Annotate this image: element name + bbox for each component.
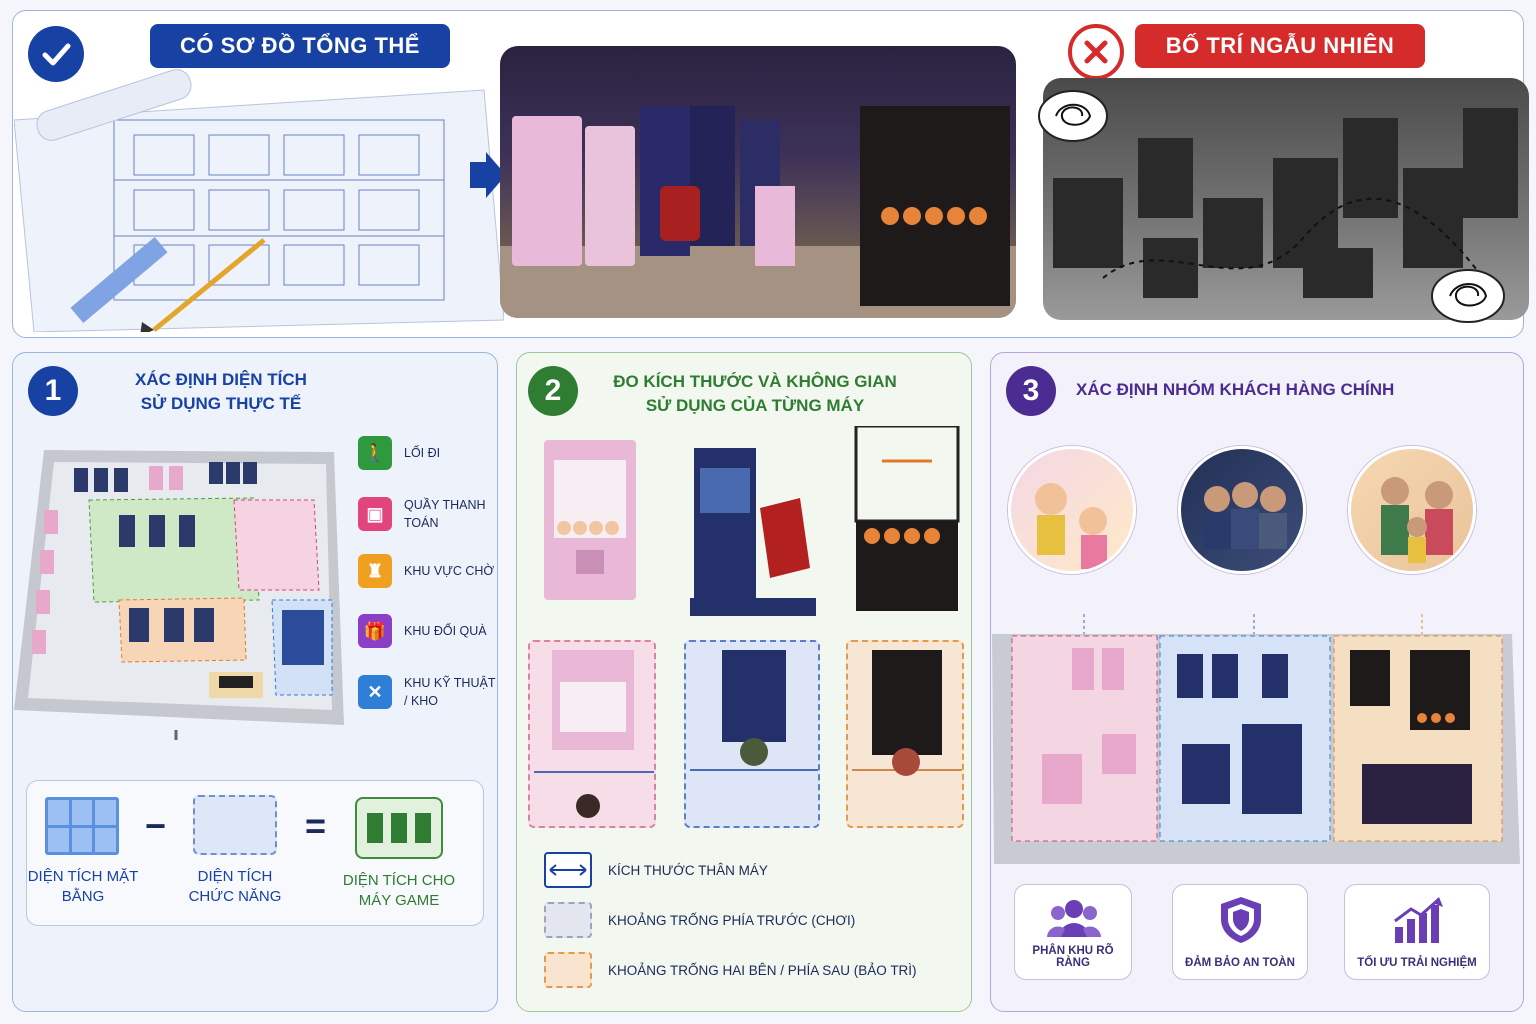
- claw-clearance-diagram: [528, 640, 656, 828]
- kids-group-photo: [1008, 446, 1136, 574]
- step-number-3: 3: [1006, 366, 1056, 416]
- section1-title-line2: SỬ DỤNG THỰC TẾ: [140, 394, 302, 413]
- confusion-cloud-icon: [1036, 88, 1110, 151]
- waiting-chair-icon: ♜: [358, 554, 392, 588]
- legend-cashier-label: QUẦY THANH TOÁN: [404, 498, 486, 530]
- arrow-right-icon: [470, 152, 506, 203]
- legend-walkway: 🚶 LỐI ĐI: [358, 436, 496, 470]
- legend-gift-label: KHU ĐỔI QUÀ: [404, 624, 487, 638]
- benefit-experience-label: TỐI ƯU TRẢI NGHIỆM: [1357, 957, 1477, 969]
- key-front-space: KHOẢNG TRỐNG PHÍA TRƯỚC (CHƠI): [544, 902, 855, 938]
- random-layout-label: BỐ TRÍ NGẪU NHIÊN: [1135, 24, 1425, 68]
- section1-title: XÁC ĐỊNH DIỆN TÍCH SỬ DỤNG THỰC TẾ: [96, 368, 346, 416]
- gift-icon: 🎁: [358, 614, 392, 648]
- functional-area-label: DIỆN TÍCH CHỨC NĂNG: [188, 868, 282, 905]
- functional-area-icon: [193, 795, 277, 855]
- shield-icon: [1217, 895, 1265, 950]
- front-space-swatch: [544, 902, 592, 938]
- confusion-cloud-icon: [1428, 266, 1508, 333]
- section3-title: XÁC ĐỊNH NHÓM KHÁCH HÀNG CHÍNH: [1076, 380, 1395, 399]
- walking-person-icon: 🚶: [358, 436, 392, 470]
- section2-title-line1: ĐO KÍCH THƯỚC VÀ KHÔNG GIAN: [613, 372, 897, 391]
- benefit-safety-label: ĐẢM BẢO AN TOÀN: [1185, 957, 1295, 969]
- checkmark-icon: [28, 26, 84, 82]
- section2-title-line2: SỬ DỤNG CỦA TỪNG MÁY: [645, 396, 865, 415]
- group-users-icon: [1047, 897, 1101, 944]
- tools-icon: ✕: [358, 675, 392, 709]
- key-side-space: KHOẢNG TRỐNG HAI BÊN / PHÍA SAU (BẢO TRÌ…: [544, 952, 917, 988]
- organized-arcade-photo: [500, 46, 1016, 318]
- benefit-experience: TỐI ƯU TRẢI NGHIỆM: [1344, 884, 1490, 980]
- key-side-space-label: KHOẢNG TRỐNG HAI BÊN / PHÍA SAU (BẢO TRÌ…: [608, 962, 917, 978]
- key-body-size: KÍCH THƯỚC THÂN MÁY: [544, 852, 768, 888]
- step-number-1: 1: [28, 366, 78, 416]
- legend-gift: 🎁 KHU ĐỔI QUÀ: [358, 614, 496, 648]
- legend-waiting: ♜ KHU VỰC CHỜ: [358, 554, 496, 588]
- racing-clearance-diagram: [684, 640, 820, 828]
- benefit-zoning: PHÂN KHU RÕ RÀNG: [1014, 884, 1132, 980]
- good-layout-label: CÓ SƠ ĐỒ TỔNG THỂ: [150, 24, 450, 68]
- cross-icon: [1068, 24, 1124, 80]
- claw-machine-image: [540, 440, 640, 615]
- cashier-icon: ▣: [358, 497, 392, 531]
- legend-cashier: ▣ QUẦY THANH TOÁN: [358, 496, 496, 532]
- racing-machine-image: [690, 448, 820, 623]
- family-photo: [1348, 446, 1476, 574]
- floor-plan-3d: [14, 440, 348, 750]
- side-space-swatch: [544, 952, 592, 988]
- basketball-machine-image: [852, 424, 962, 621]
- minus-sign: −: [145, 805, 167, 846]
- area-formula: DIỆN TÍCH MẶT BẰNG − DIỆN TÍCH CHỨC NĂNG…: [26, 780, 484, 926]
- equals-sign: =: [305, 805, 327, 846]
- key-body-size-label: KÍCH THƯỚC THÂN MÁY: [608, 862, 768, 878]
- key-front-space-label: KHOẢNG TRỐNG PHÍA TRƯỚC (CHƠI): [608, 912, 856, 928]
- zoned-floor-plan: [992, 614, 1522, 869]
- legend-waiting-label: KHU VỰC CHỜ: [404, 564, 495, 578]
- basketball-clearance-diagram: [846, 640, 964, 828]
- double-arrow-icon: [544, 852, 592, 888]
- step-number-2: 2: [528, 366, 578, 416]
- game-area-label: DIỆN TÍCH CHO MÁY GAME: [342, 872, 456, 909]
- growth-chart-icon: [1391, 895, 1445, 950]
- blueprint-drawing: [14, 69, 504, 332]
- section1-title-line1: XÁC ĐỊNH DIỆN TÍCH: [135, 370, 307, 389]
- benefit-zoning-label: PHÂN KHU RÕ RÀNG: [1032, 945, 1114, 969]
- legend-technical-label: KHU KỸ THUẬT / KHO: [404, 676, 496, 708]
- legend-walkway-label: LỐI ĐI: [404, 446, 441, 460]
- floor-area-label: DIỆN TÍCH MẶT BẰNG: [27, 868, 139, 905]
- section2-title: ĐO KÍCH THƯỚC VÀ KHÔNG GIAN SỬ DỤNG CỦA …: [600, 370, 910, 418]
- game-area-icon: [355, 797, 443, 859]
- teen-gamers-photo: [1178, 446, 1306, 574]
- legend-technical: ✕ KHU KỸ THUẬT / KHO: [358, 674, 496, 710]
- floor-area-icon: [45, 797, 119, 855]
- benefit-safety: ĐẢM BẢO AN TOÀN: [1172, 884, 1308, 980]
